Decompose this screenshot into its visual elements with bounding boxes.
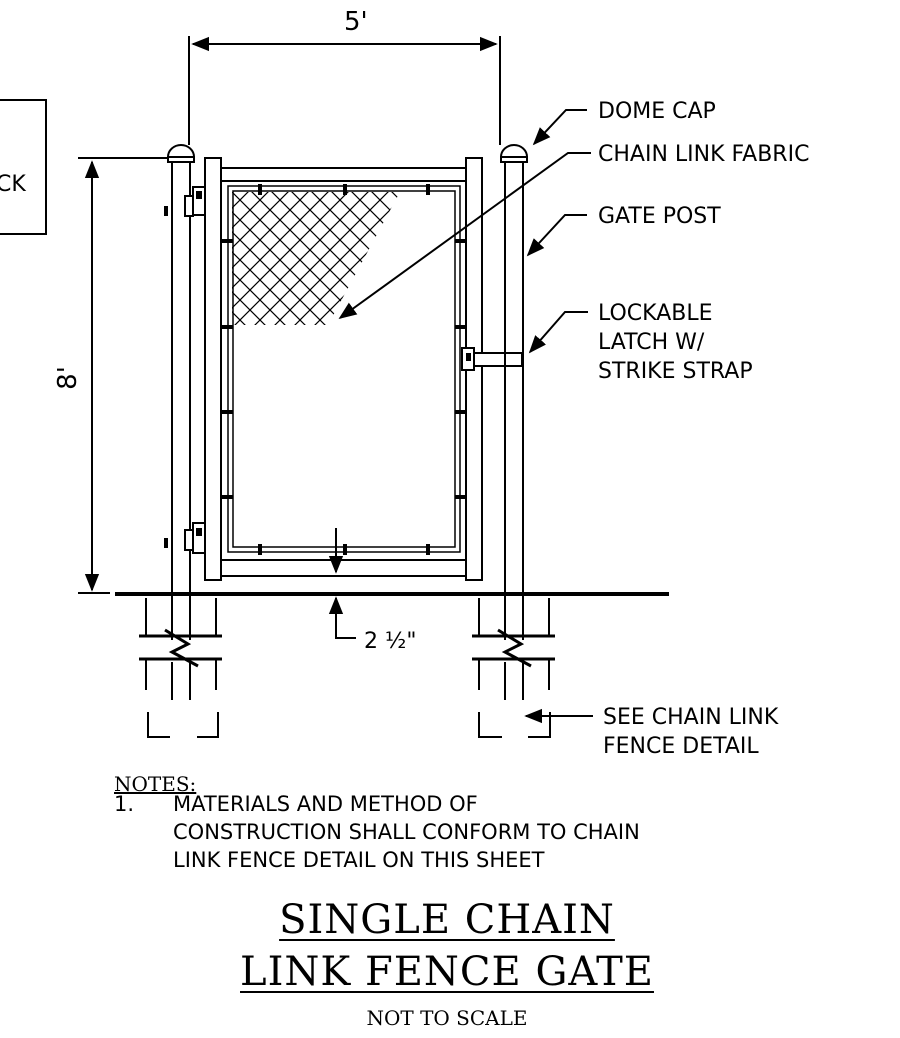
note-number: 1. [114,792,135,816]
callout-dome-cap: DOME CAP [598,99,716,124]
chain-link-fabric-mesh [232,192,400,325]
adjacent-detail-box: CK [0,99,47,235]
notes-heading: NOTES: [114,772,197,796]
callout-see-detail-line-2: FENCE DETAIL [603,734,759,759]
note-line-3: LINK FENCE DETAIL ON THIS SHEET [173,848,545,872]
note-line-1: MATERIALS AND METHOD OF [173,792,478,816]
width-dimension: 5' [188,7,501,145]
callout-leaders [338,109,593,724]
callout-latch-line-2: LATCH W/ [598,330,705,355]
callout-chain-link-fabric: CHAIN LINK FABRIC [598,142,809,167]
title-line-1: SINGLE CHAIN [279,897,615,943]
note-line-2: CONSTRUCTION SHALL CONFORM TO CHAIN [173,820,640,844]
clearance-dimension-label: 2 ½" [364,629,416,654]
left-gate-post [139,144,222,738]
title-line-2: LINK FENCE GATE [240,949,654,995]
clearance-dimension: 2 ½" [328,528,416,654]
scale-note: NOT TO SCALE [366,1006,528,1030]
cut-label: CK [0,172,26,197]
right-gate-post [472,144,555,738]
callout-gate-post: GATE POST [598,204,721,229]
callout-latch-line-3: STRIKE STRAP [598,359,753,384]
height-dimension: 8' [53,157,172,594]
callout-see-detail-line-1: SEE CHAIN LINK [603,705,779,730]
height-dimension-label: 8' [53,366,83,390]
callout-latch-line-1: LOCKABLE [598,301,713,326]
width-dimension-label: 5' [344,7,368,37]
gate-frame [204,157,523,581]
